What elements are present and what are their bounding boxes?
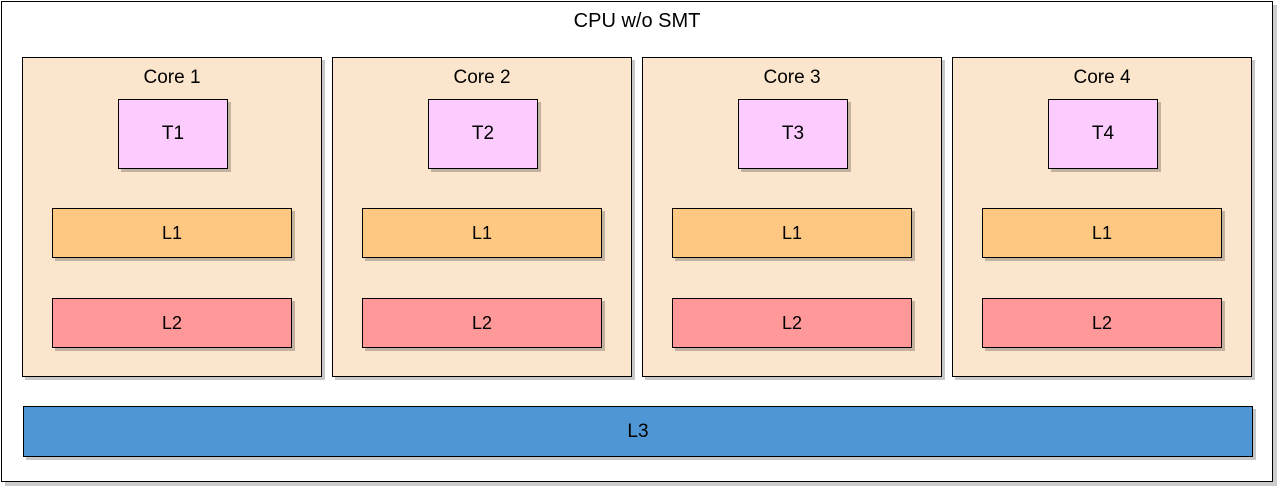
- l2-cache-label-core-1: L2: [161, 312, 183, 333]
- thread-block-t4[interactable]: T4: [1048, 99, 1158, 169]
- core-block-3[interactable]: Core 3 T3 L1 L2: [642, 57, 942, 377]
- l1-cache-block-core-4[interactable]: L1: [982, 208, 1222, 258]
- l1-cache-label-core-1: L1: [161, 222, 183, 243]
- l1-cache-block-core-2[interactable]: L1: [362, 208, 602, 258]
- l2-cache-block-core-4[interactable]: L2: [982, 298, 1222, 348]
- l1-cache-block-core-3[interactable]: L1: [672, 208, 912, 258]
- thread-label-t1: T1: [161, 123, 185, 144]
- l2-cache-label-core-3: L2: [781, 312, 803, 333]
- l3-cache-block[interactable]: L3: [23, 406, 1253, 457]
- thread-block-t2[interactable]: T2: [428, 99, 538, 169]
- core-title-4: Core 4: [1073, 67, 1131, 88]
- page-title: CPU w/o SMT: [573, 10, 701, 32]
- l3-cache-label: L3: [627, 420, 649, 442]
- l1-cache-label-core-4: L1: [1091, 222, 1113, 243]
- thread-label-t3: T3: [781, 123, 805, 144]
- core-title-3: Core 3: [763, 67, 821, 88]
- thread-label-t4: T4: [1091, 123, 1115, 144]
- core-block-4[interactable]: Core 4 T4 L1 L2: [952, 57, 1252, 377]
- l2-cache-label-core-2: L2: [471, 312, 493, 333]
- core-block-1[interactable]: Core 1 T1 L1 L2: [22, 57, 322, 377]
- l1-cache-label-core-3: L1: [781, 222, 803, 243]
- l2-cache-block-core-2[interactable]: L2: [362, 298, 602, 348]
- thread-block-t3[interactable]: T3: [738, 99, 848, 169]
- cpu-frame: CPU w/o SMT Core 1 T1 L1 L2 Core 2 T2 L1: [1, 1, 1273, 482]
- l2-cache-block-core-3[interactable]: L2: [672, 298, 912, 348]
- l1-cache-label-core-2: L1: [471, 222, 493, 243]
- l2-cache-block-core-1[interactable]: L2: [52, 298, 292, 348]
- core-title-1: Core 1: [143, 67, 201, 88]
- core-title-2: Core 2: [453, 67, 511, 88]
- l1-cache-block-core-1[interactable]: L1: [52, 208, 292, 258]
- thread-label-t2: T2: [471, 123, 495, 144]
- l2-cache-label-core-4: L2: [1091, 312, 1113, 333]
- thread-block-t1[interactable]: T1: [118, 99, 228, 169]
- core-block-2[interactable]: Core 2 T2 L1 L2: [332, 57, 632, 377]
